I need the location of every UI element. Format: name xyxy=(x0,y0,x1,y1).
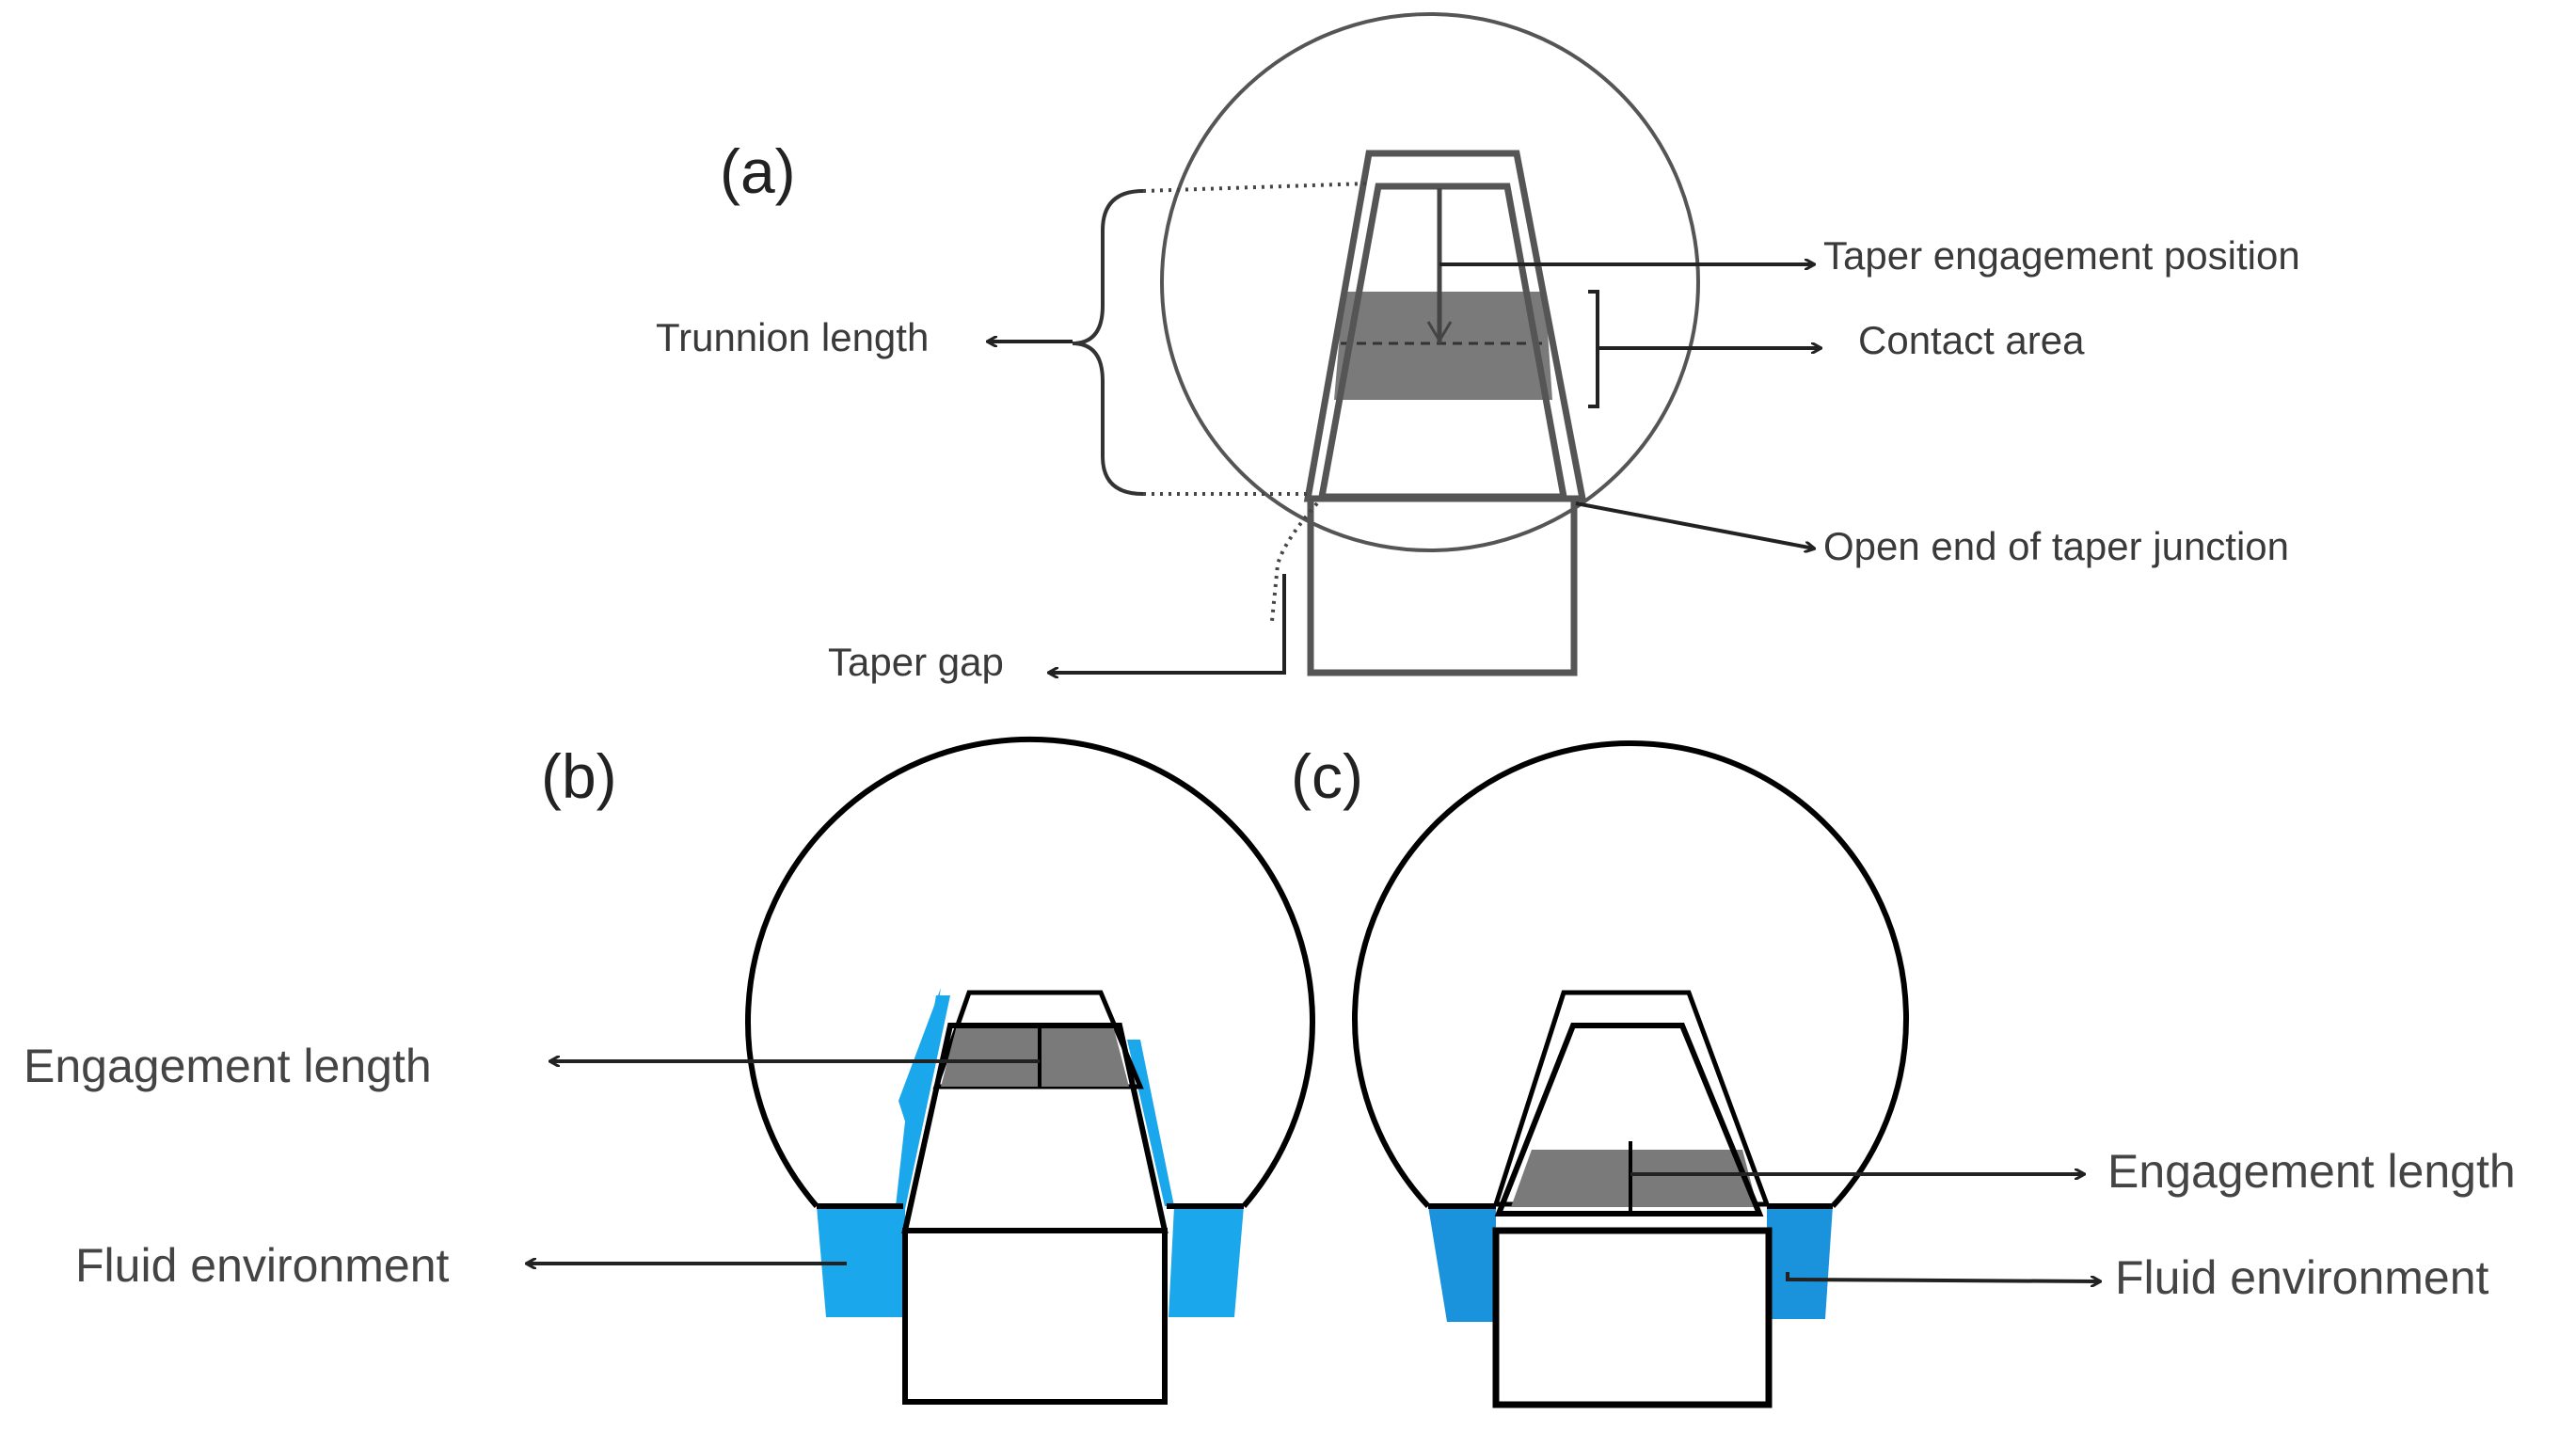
head-bore-b xyxy=(932,990,1144,1089)
head-bore-outline xyxy=(1303,150,1587,502)
fluid-environment-label-c: Fluid environment xyxy=(2115,1251,2489,1304)
engagement-length-label-b: Engagement length xyxy=(24,1040,432,1092)
engagement-shading-c xyxy=(1511,1150,1757,1207)
trunnion-top-guide xyxy=(1142,182,1370,193)
contact-area-bracket xyxy=(1588,290,1599,408)
open-end-label: Open end of taper junction xyxy=(1823,524,2289,568)
engagement-length-label-c: Engagement length xyxy=(2107,1145,2516,1198)
fluid-environment-label-b: Fluid environment xyxy=(75,1239,450,1292)
fluid-left-b xyxy=(817,988,941,1317)
panel-b: (b) Engagement length Fluid environment xyxy=(24,736,1315,1405)
fluid-left-c xyxy=(1428,1206,1496,1322)
head-bore-c xyxy=(1492,990,1771,1207)
trunnion-length-label: Trunnion length xyxy=(656,315,929,359)
trunnion-c xyxy=(1494,1023,1764,1216)
femoral-head-c xyxy=(1352,739,1909,1209)
contact-area-shading xyxy=(1334,292,1552,400)
fluid-right-b xyxy=(1169,1206,1244,1317)
neck-block-c xyxy=(1492,1227,1773,1408)
taper-engagement-position-label: Taper engagement position xyxy=(1823,233,2300,278)
taper-gap-dotted xyxy=(1270,501,1319,622)
panel-a: (a) Taper engagement position Contact ar… xyxy=(656,12,2300,684)
panel-a-label: (a) xyxy=(720,136,796,206)
femoral-head-b xyxy=(745,736,1315,1208)
fluid-right-c xyxy=(1767,1206,1833,1319)
contact-area-label: Contact area xyxy=(1858,318,2085,362)
trunnion-length-brace xyxy=(1072,189,1144,496)
panel-b-label: (b) xyxy=(541,741,617,811)
open-end-arrow xyxy=(1575,501,1814,549)
panel-c: (c) Engagement length Fluid environment xyxy=(1291,739,2516,1408)
femoral-head-outline xyxy=(1160,12,1700,552)
fluid-environment-arrow-c xyxy=(1786,1272,2100,1281)
fluid-wedge-right-b xyxy=(1127,1040,1174,1206)
panel-c-label: (c) xyxy=(1291,741,1363,811)
taper-gap-label: Taper gap xyxy=(828,640,1004,684)
fluid-wedge-left-b xyxy=(898,995,950,1209)
neck-block-b xyxy=(902,1228,1168,1405)
taper-gap-arrow xyxy=(1049,574,1286,673)
engagement-pointer-head xyxy=(1426,321,1453,343)
engagement-shading-b xyxy=(941,1026,1129,1087)
neck-block xyxy=(1307,495,1578,676)
